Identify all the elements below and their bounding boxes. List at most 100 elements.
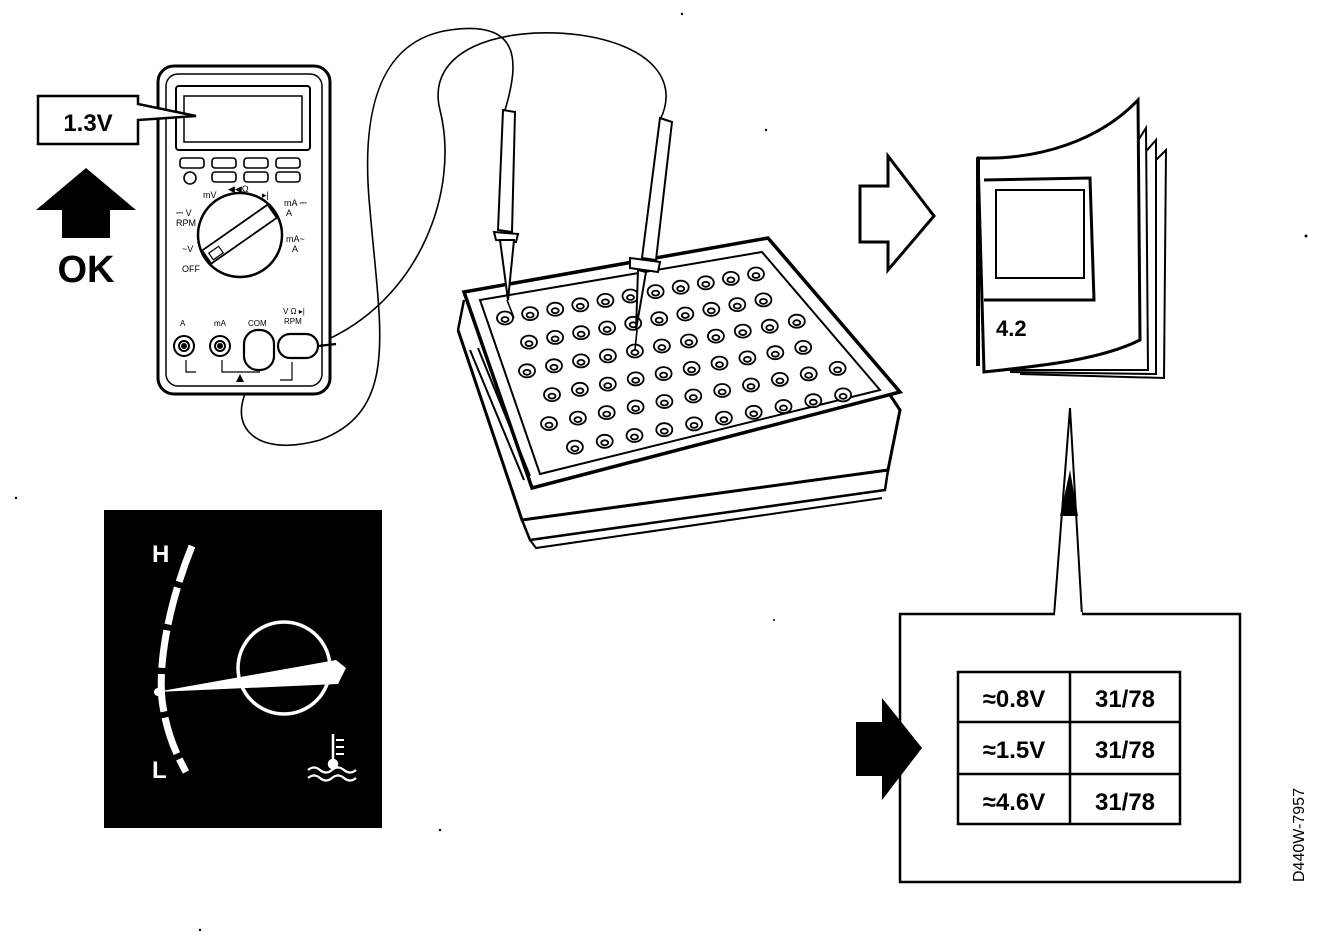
socket-grid (496, 266, 852, 455)
spec-panel: ≈0.8V 31/78 ≈1.5V 31/78 ≈4.6V 31/78 (856, 612, 1242, 884)
temperature-gauge: H L (104, 510, 382, 828)
socket-hole (576, 358, 586, 366)
spec-voltage-2: ≈4.6V (983, 789, 1046, 816)
socket-hole (500, 316, 510, 323)
hollow-right-arrow-icon (858, 151, 936, 275)
dial-label-ohm: ◀◀Ω (228, 184, 249, 194)
solid-right-arrow-icon (856, 698, 922, 800)
socket-hole (792, 319, 802, 327)
gauge-low-label: L (152, 757, 167, 784)
socket-hole (547, 392, 557, 400)
test-lead-cables (240, 27, 667, 446)
socket-hole (626, 294, 635, 301)
spec-voltage-0: ≈0.8V (983, 686, 1046, 713)
socket-hole (808, 398, 818, 406)
spec-voltage-1: ≈1.5V (983, 737, 1046, 764)
socket-hole (701, 280, 711, 288)
socket-hole (706, 307, 716, 315)
socket-hole (688, 394, 698, 401)
socket-hole (522, 368, 532, 376)
socket-hole (659, 427, 669, 435)
socket-hole (732, 302, 742, 310)
socket-hole (759, 297, 768, 305)
socket-hole (630, 433, 639, 441)
socket-hole (680, 312, 690, 319)
jack-label-rpm: RPM (284, 317, 302, 326)
socket-hole (549, 363, 559, 371)
socket-hole (575, 302, 585, 310)
dial-label-dc-volts: ⎓ V (176, 208, 192, 218)
socket-hole (719, 416, 729, 424)
spec-pins-1: 31/78 (1095, 737, 1155, 764)
socket-hole (749, 410, 759, 418)
dial-label-a-ac: A (292, 244, 298, 254)
socket-hole (659, 371, 668, 379)
socket-hole (833, 366, 842, 374)
scan-specks (14, 12, 1308, 932)
spec-table: ≈0.8V 31/78 ≈1.5V 31/78 ≈4.6V 31/78 (956, 670, 1182, 826)
socket-hole (726, 276, 736, 284)
gauge-high-label: H (152, 541, 169, 568)
socket-hole (746, 383, 756, 390)
dial-label-ma-ac: mA~ (286, 234, 305, 244)
breakout-box (456, 236, 904, 550)
socket-hole (765, 324, 775, 332)
socket-hole (603, 382, 613, 390)
socket-hole (684, 339, 694, 346)
reading-callout: 1.3V (36, 94, 197, 146)
ok-label: OK (58, 249, 116, 291)
ok-indicator: OK (36, 168, 136, 291)
socket-hole (751, 272, 761, 279)
jack-label-a: A (180, 319, 186, 328)
manual-section-label: 4.2 (996, 316, 1027, 341)
socket-hole (775, 377, 785, 385)
dial-label-rpm: RPM (176, 218, 196, 228)
socket-hole (654, 316, 664, 324)
socket-hole (550, 335, 560, 343)
socket-hole (544, 421, 554, 429)
socket-hole (687, 366, 696, 374)
socket-hole (570, 445, 580, 453)
multimeter-buttons (179, 157, 301, 185)
socket-hole (804, 371, 814, 379)
socket-hole (602, 410, 612, 418)
socket-hole (651, 289, 660, 297)
socket-hole (657, 344, 667, 351)
socket-hole (602, 326, 612, 333)
socket-hole (576, 330, 586, 338)
socket-hole (575, 387, 585, 395)
socket-hole (717, 388, 727, 396)
rotary-dial (196, 191, 284, 279)
socket-hole (524, 340, 534, 348)
socket-hole (631, 405, 640, 412)
socket-hole (573, 416, 583, 424)
jack-label-v-ohm: V Ω ▸| (283, 307, 305, 316)
socket-hole (630, 349, 640, 356)
dial-label-mv: mV (203, 190, 217, 200)
socket-hole (631, 376, 641, 384)
socket-hole (798, 345, 808, 353)
dial-label-a-dc: A (286, 208, 292, 218)
socket-hole (779, 404, 788, 412)
dial-label-off: OFF (182, 264, 200, 274)
socket-hole (743, 355, 752, 363)
socket-hole (600, 439, 610, 447)
socket-hole (525, 311, 535, 319)
socket-hole (660, 399, 669, 407)
socket-hole (689, 421, 699, 429)
spec-pins-2: 31/78 (1095, 789, 1155, 816)
coolant-temperature-icon (307, 734, 357, 782)
input-jacks (173, 335, 231, 357)
spec-pins-0: 31/78 (1095, 686, 1155, 713)
jack-label-com: COM (248, 319, 267, 328)
probe-plugs (242, 328, 337, 372)
socket-hole (711, 334, 721, 342)
socket-hole (603, 353, 613, 361)
jack-label-ma: mA (214, 319, 227, 328)
dial-label-diode: ▸| (262, 190, 269, 200)
socket-hole (838, 392, 848, 400)
socket-hole (770, 350, 780, 358)
socket-hole (601, 298, 610, 306)
reading-callout-value: 1.3V (63, 110, 112, 137)
